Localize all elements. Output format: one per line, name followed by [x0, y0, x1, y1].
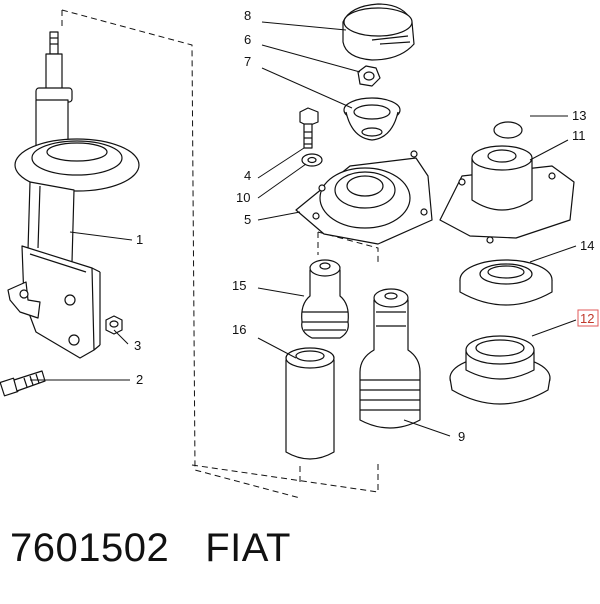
cap-13 [493, 121, 523, 139]
dust-cap-8 [342, 3, 415, 61]
bump-stop-15 [301, 259, 349, 339]
callout-14: 14 [580, 238, 594, 253]
callout-1: 1 [136, 232, 143, 247]
nut-6 [357, 65, 381, 87]
leader-lines [30, 21, 577, 437]
assembly-frame [61, 9, 379, 499]
part-number: 7601502 [10, 526, 170, 570]
callout-6: 6 [244, 32, 251, 47]
bearing-14 [459, 259, 553, 306]
shock-absorber-strut [7, 31, 140, 359]
callout-9: 9 [458, 429, 465, 444]
caption: 7601502 FIAT [10, 526, 291, 571]
callout-8: 8 [244, 8, 251, 23]
callout-12-highlight [577, 309, 599, 327]
callout-12: 12 [580, 311, 594, 326]
callout-10: 10 [236, 190, 250, 205]
washer-10 [301, 153, 323, 167]
spring-seat-12 [449, 335, 551, 405]
boot-16 [285, 347, 335, 460]
bolt-2 [0, 370, 46, 397]
callout-3: 3 [134, 338, 141, 353]
top-mount-5 [295, 150, 433, 245]
top-mount-assembly-11 [439, 145, 575, 244]
brand-name: FIAT [205, 526, 291, 570]
callout-16: 16 [232, 322, 246, 337]
callout-5: 5 [244, 212, 251, 227]
callout-11: 11 [572, 128, 586, 143]
nut-3 [105, 315, 123, 335]
callout-4: 4 [244, 168, 251, 183]
bolt-4 [299, 107, 319, 149]
callout-2: 2 [136, 372, 143, 387]
callout-15: 15 [232, 278, 246, 293]
bump-stop-boot-9 [359, 288, 421, 429]
callout-7: 7 [244, 54, 251, 69]
cup-washer-7 [343, 97, 401, 141]
callout-13: 13 [572, 108, 586, 123]
